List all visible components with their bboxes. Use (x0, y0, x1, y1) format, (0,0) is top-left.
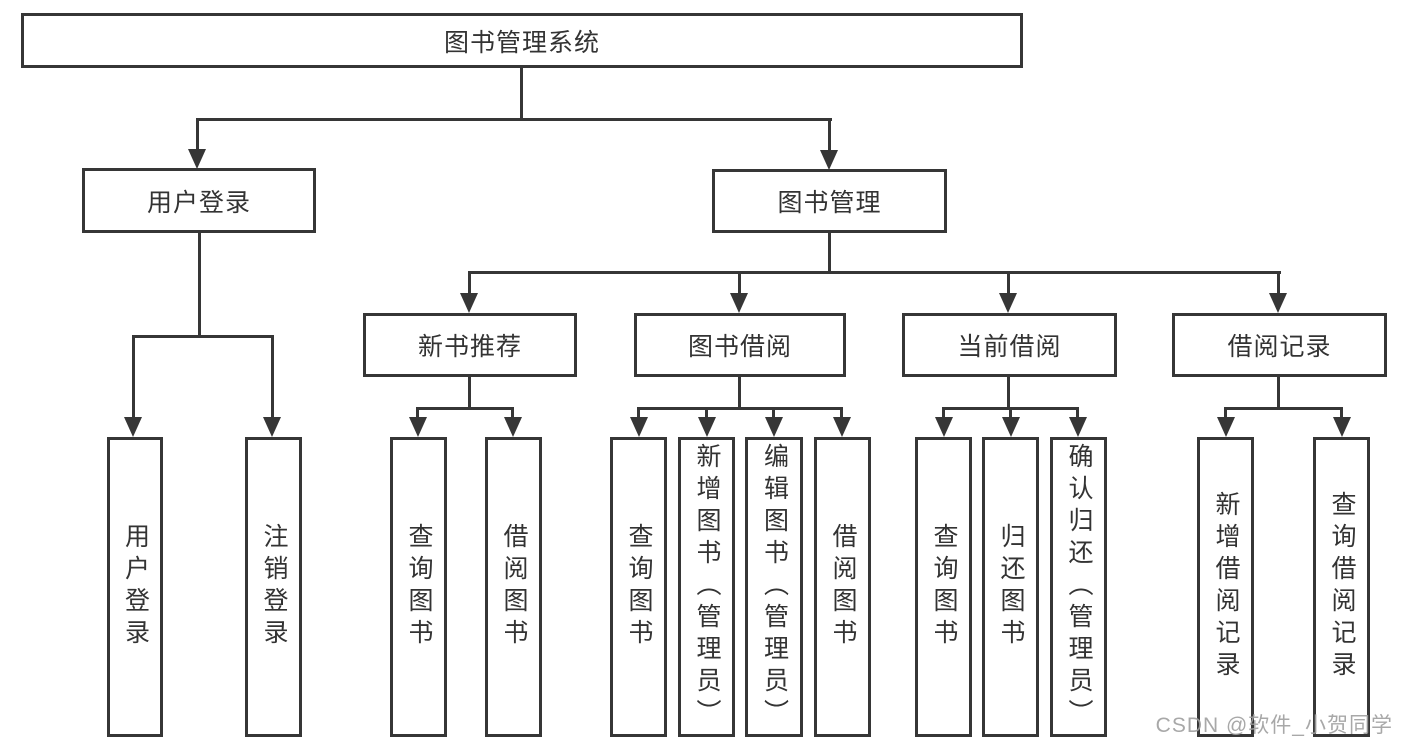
leaf-add-borrow-record: 新增借阅记录 (1197, 437, 1254, 737)
node-current-borrowing: 当前借阅 (902, 313, 1117, 377)
arrow-down-icon (999, 293, 1017, 313)
leaf-label: 新增图书（管理员） (693, 443, 721, 731)
arrow-down-icon (409, 417, 427, 437)
leaf-confirm-return-admin: 确认归还（管理员） (1050, 437, 1107, 737)
leaf-logout: 注销登录 (245, 437, 302, 737)
arrow-down-icon (698, 417, 716, 437)
arrow-down-icon (1333, 417, 1351, 437)
arrow-down-icon (188, 149, 206, 169)
leaf-label: 借阅图书 (500, 523, 528, 651)
connector-line (132, 335, 274, 338)
connector-line (705, 407, 708, 419)
connector-line (1277, 271, 1280, 297)
connector-line (271, 335, 274, 419)
arrow-down-icon (1002, 417, 1020, 437)
connector-line (828, 231, 831, 274)
connector-line (198, 231, 201, 337)
arrow-down-icon (630, 417, 648, 437)
node-label: 图书管理系统 (443, 28, 600, 57)
connector-line (1224, 407, 1227, 419)
connector-line (942, 407, 945, 419)
connector-line (738, 271, 741, 297)
leaf-search-books-1: 查询图书 (390, 437, 447, 737)
connector-line (468, 375, 471, 410)
node-book-borrowing: 图书借阅 (634, 313, 846, 377)
leaf-borrow-books-1: 借阅图书 (485, 437, 542, 737)
arrow-down-icon (124, 417, 142, 437)
leaf-search-borrow-record: 查询借阅记录 (1313, 437, 1370, 737)
connector-line (520, 67, 523, 120)
leaf-label: 查询图书 (625, 523, 653, 651)
leaf-edit-books-admin: 编辑图书（管理员） (745, 437, 803, 737)
leaf-label: 用户登录 (121, 523, 150, 651)
leaf-label: 确认归还（管理员） (1065, 443, 1093, 731)
leaf-label: 编辑图书（管理员） (760, 443, 789, 731)
connector-line (468, 271, 1281, 274)
node-new-book-recommend: 新书推荐 (363, 313, 577, 377)
arrow-down-icon (504, 417, 522, 437)
leaf-user-login: 用户登录 (107, 437, 163, 737)
connector-line (196, 118, 199, 152)
leaf-label: 新增借阅记录 (1212, 491, 1240, 683)
arrow-down-icon (1217, 417, 1235, 437)
arrow-down-icon (263, 417, 281, 437)
node-borrowing-records: 借阅记录 (1172, 313, 1387, 377)
connector-line (132, 335, 135, 419)
csdn-watermark: CSDN @软件_小贺同学 (1155, 714, 1393, 737)
connector-line (738, 375, 741, 410)
connector-line (772, 407, 775, 419)
connector-line (1076, 407, 1079, 419)
connector-line (828, 118, 831, 152)
connector-line (1009, 407, 1012, 419)
leaf-label: 注销登录 (260, 523, 288, 651)
leaf-label: 查询图书 (405, 523, 433, 651)
connector-line (637, 407, 640, 419)
arrow-down-icon (460, 293, 478, 313)
node-label: 图书借阅 (687, 333, 792, 361)
leaf-label: 归还图书 (997, 523, 1025, 651)
connector-line (1277, 375, 1280, 410)
leaf-add-books-admin: 新增图书（管理员） (678, 437, 735, 737)
arrow-down-icon (935, 417, 953, 437)
connector-line (416, 407, 514, 410)
connector-line (840, 407, 843, 419)
connector-line (196, 118, 832, 121)
node-library-management-system: 图书管理系统 (21, 13, 1023, 68)
arrow-down-icon (765, 417, 783, 437)
arrow-down-icon (1069, 417, 1087, 437)
connector-line (1224, 407, 1342, 410)
connector-line (511, 407, 514, 419)
arrow-down-icon (1269, 293, 1287, 313)
node-label: 图书管理 (777, 189, 882, 217)
node-label: 借阅记录 (1227, 333, 1332, 361)
connector-line (1007, 271, 1010, 297)
leaf-label: 查询借阅记录 (1328, 491, 1356, 683)
leaf-return-books: 归还图书 (982, 437, 1039, 737)
node-label: 用户登录 (146, 188, 251, 217)
leaf-borrow-books-2: 借阅图书 (814, 437, 871, 737)
connector-line (637, 407, 843, 410)
leaf-label: 查询图书 (930, 523, 958, 651)
leaf-label: 借阅图书 (829, 523, 857, 651)
node-user-login: 用户登录 (82, 168, 316, 233)
connector-line (468, 271, 471, 297)
leaf-search-books-3: 查询图书 (915, 437, 972, 737)
arrow-down-icon (833, 417, 851, 437)
leaf-search-books-2: 查询图书 (610, 437, 667, 737)
connector-line (1007, 375, 1010, 410)
arrow-down-icon (820, 150, 838, 170)
arrow-down-icon (730, 293, 748, 313)
node-label: 当前借阅 (957, 333, 1062, 361)
node-book-management: 图书管理 (712, 169, 947, 233)
connector-line (1340, 407, 1343, 419)
connector-line (416, 407, 419, 419)
node-label: 新书推荐 (417, 333, 522, 361)
